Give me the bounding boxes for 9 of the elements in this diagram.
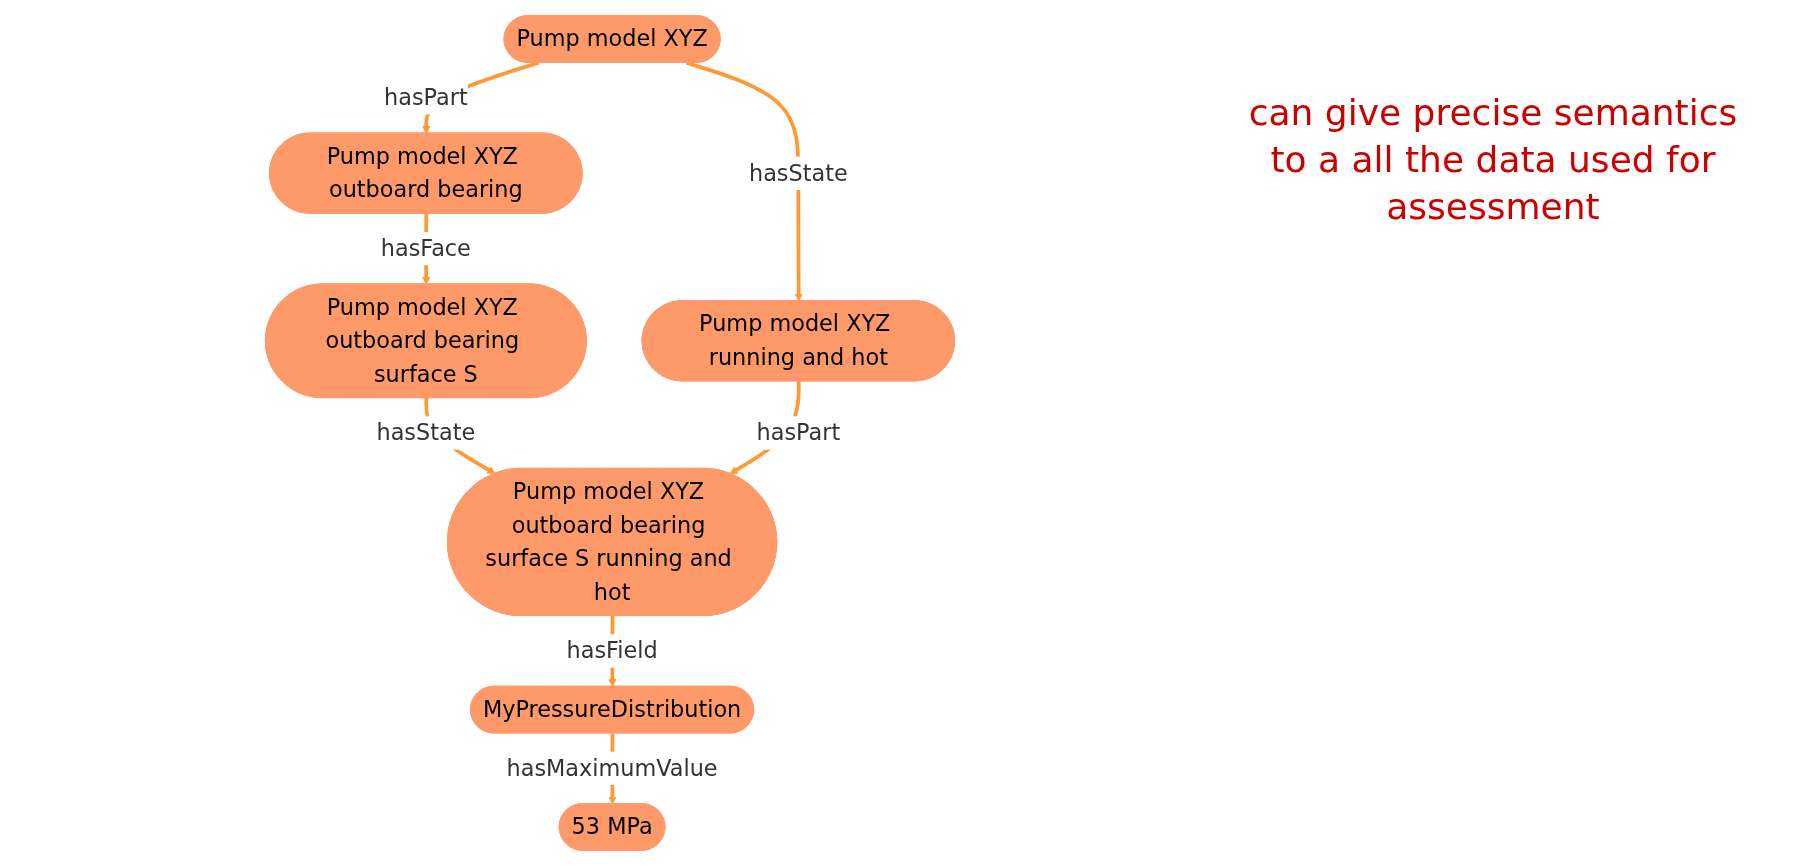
edge-label: hasPart: [384, 84, 468, 111]
arrow: [685, 61, 803, 302]
edge-label: hasState: [376, 419, 476, 447]
edge-label: hasField: [566, 637, 658, 664]
edge-label: hasMaximumValue: [506, 755, 718, 782]
edge-label: hasFace: [380, 235, 471, 262]
note-text: can give precise semantics to a all the data used for assessment: [1247, 91, 1739, 229]
edge-label: hasState: [749, 160, 848, 187]
edge-label: hasPart: [756, 419, 841, 447]
